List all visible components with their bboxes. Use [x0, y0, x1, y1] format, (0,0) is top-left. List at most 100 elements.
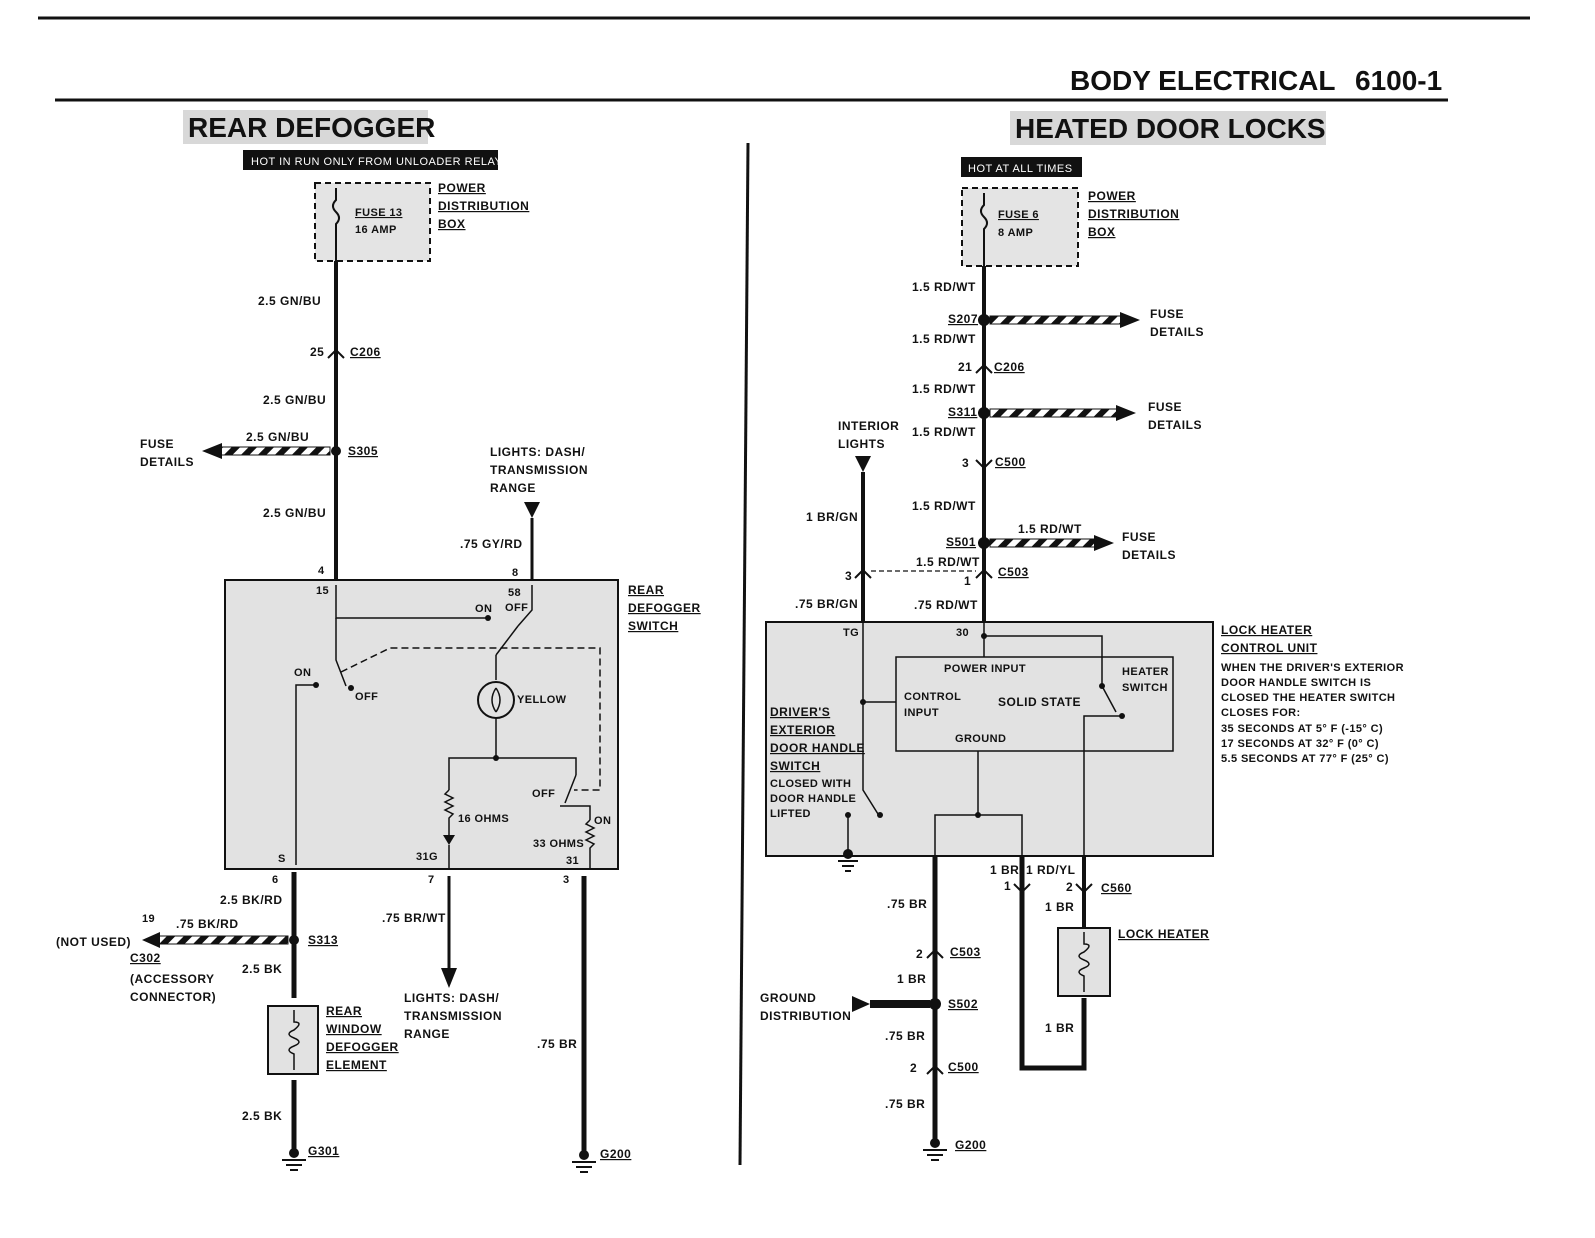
- connector-symbol: [854, 568, 872, 579]
- switch-blade: [495, 625, 519, 656]
- wire-label: 1 BR: [990, 863, 1019, 877]
- title-highlight: [183, 110, 428, 144]
- connector-symbol: [1013, 883, 1031, 894]
- connector-c503: C503: [998, 565, 1029, 579]
- connector-pin: 1: [1004, 879, 1011, 893]
- splice-label: S207: [948, 312, 978, 326]
- fuse-rating: 16 AMP: [355, 224, 397, 236]
- lhcu-label: LOCK HEATER: [1221, 623, 1312, 637]
- lamp-filament: [491, 687, 501, 713]
- closed-with-label: LIFTED: [770, 808, 811, 820]
- diode: [443, 835, 455, 845]
- internal-wire: [560, 805, 591, 820]
- interior-lights-label: INTERIOR: [838, 419, 899, 433]
- column-divider: [738, 142, 750, 1166]
- lights-input-label: TRANSMISSION: [490, 463, 588, 477]
- wire-label: 2.5 GN/BU: [263, 506, 326, 520]
- splice-s502: [929, 998, 941, 1010]
- splice-label: S313: [308, 933, 338, 947]
- pdb-label-1: POWER: [1088, 189, 1136, 203]
- input-arrow: [524, 502, 540, 518]
- diagram-title: REAR DEFOGGER: [188, 112, 435, 143]
- ground-dist-shaft: [870, 1000, 930, 1008]
- element-label: DEFOGGER: [326, 1040, 399, 1054]
- wire-label: 2.5 GN/BU: [246, 430, 309, 444]
- switch-on: ON: [475, 603, 492, 615]
- ground-symbol-g200: [923, 1138, 947, 1161]
- switch-label: REAR: [628, 583, 664, 597]
- connector-c302: C302: [130, 951, 161, 965]
- power-distribution-box: [961, 187, 1079, 267]
- pin: 15: [316, 585, 329, 597]
- interior-lights-label: LIGHTS: [838, 437, 885, 451]
- ground-label: G200: [600, 1147, 631, 1161]
- lhcu-note: 35 SECONDS AT 5° F (-15° C): [1221, 723, 1383, 735]
- fuse-symbol: [332, 188, 340, 261]
- mechanical-link: [340, 647, 601, 791]
- ground-label: G301: [308, 1144, 339, 1158]
- pdb-label-2: DISTRIBUTION: [1088, 207, 1179, 221]
- driver-switch-label: EXTERIOR: [770, 723, 835, 737]
- connector-symbol: [1075, 883, 1093, 894]
- wire-label: .75 RD/WT: [914, 598, 978, 612]
- not-used-arrow-shaft: [157, 935, 289, 945]
- splice-label: S501: [946, 535, 976, 549]
- wire-label: 1.5 RD/WT: [912, 332, 976, 346]
- splice-label: S502: [948, 997, 978, 1011]
- input-arrow: [855, 456, 871, 472]
- heater-switch-label: SWITCH: [1122, 682, 1168, 694]
- not-used-arrowhead: [142, 932, 160, 948]
- connector-pin: 3: [962, 456, 969, 470]
- connector-c560: C560: [1101, 881, 1132, 895]
- fuse-details-arrow-shaft: [989, 538, 1097, 548]
- lock-heater-control-unit-box: [765, 621, 1214, 857]
- internal-wire: [448, 718, 497, 790]
- lhcu-note: 17 SECONDS AT 32° F (0° C): [1221, 738, 1379, 750]
- lights-input-label: RANGE: [490, 481, 536, 495]
- resistor-16-ohms: [443, 789, 455, 835]
- fuse-details-label: FUSE: [1122, 530, 1156, 544]
- connector-c206: C206: [994, 360, 1025, 374]
- lamp-color: YELLOW: [517, 694, 567, 706]
- rear-defogger-switch-box: [224, 579, 619, 870]
- pin: 19: [142, 913, 155, 925]
- switch-blade: [1101, 685, 1117, 713]
- fuse-details-label: FUSE: [1150, 307, 1184, 321]
- control-input-label: INPUT: [904, 707, 939, 719]
- wire-label: 1 BR: [1045, 1021, 1074, 1035]
- pin: 31: [566, 855, 579, 867]
- contact: [845, 812, 851, 818]
- fuse-details-arrowhead: [1094, 535, 1114, 551]
- wire-label: .75 BR: [537, 1037, 577, 1051]
- wire-label: 1.5 RD/WT: [912, 280, 976, 294]
- closed-with-label: DOOR HANDLE: [770, 793, 856, 805]
- lhcu-note: CLOSES FOR:: [1221, 707, 1301, 719]
- switch-label: DEFOGGER: [628, 601, 701, 615]
- resistor-label: 33 OHMS: [533, 838, 584, 850]
- fuse-details-arrow-shaft: [989, 315, 1123, 325]
- connector-c206: C206: [350, 345, 381, 359]
- connector-c500: C500: [995, 455, 1026, 469]
- fuse-details-label: FUSE: [1148, 400, 1182, 414]
- pin: 6: [272, 874, 279, 886]
- contact: [348, 685, 354, 691]
- connector-symbol: [926, 1064, 944, 1075]
- fuse-details-arrowhead: [1116, 405, 1136, 421]
- wire-label: 1.5 RD/WT: [912, 425, 976, 439]
- connector-c503: C503: [950, 945, 981, 959]
- fuse-name: FUSE 6: [998, 209, 1039, 221]
- solid-state-module: [895, 656, 1174, 752]
- accessory-label: CONNECTOR): [130, 990, 216, 1004]
- power-distribution-box: [314, 182, 431, 262]
- ground-symbol-g200: [572, 1150, 596, 1173]
- pin: TG: [843, 627, 859, 639]
- resistor-label: 16 OHMS: [458, 813, 509, 825]
- splice-s311: [978, 407, 990, 419]
- lights-output-label: RANGE: [404, 1027, 450, 1041]
- hot-tag-text: HOT IN RUN ONLY FROM UNLOADER RELAY: [251, 156, 503, 168]
- fuse-details-label: FUSE: [140, 437, 174, 451]
- defogger-element: [267, 1005, 319, 1075]
- wire-label: 2.5 BK: [242, 962, 282, 976]
- wire-label: 1.5 RD/WT: [912, 382, 976, 396]
- pin: 7: [428, 874, 435, 886]
